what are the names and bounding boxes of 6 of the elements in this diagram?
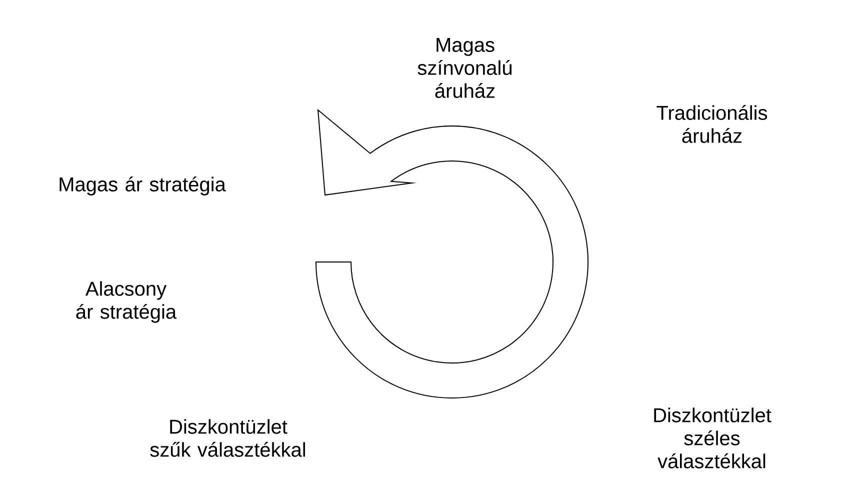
text-label: Tradicionális áruház	[656, 105, 767, 143]
text-label: Magas színvonalú áruház	[418, 38, 512, 98]
text-label: Magas ár stratégia	[60, 176, 226, 196]
text-label: Alacsony ár stratégia	[76, 281, 177, 323]
text-label: Diszkontüzlet széles választékkal	[654, 408, 772, 468]
text-label: Diszkontüzlet szűk választékkal	[150, 419, 305, 457]
